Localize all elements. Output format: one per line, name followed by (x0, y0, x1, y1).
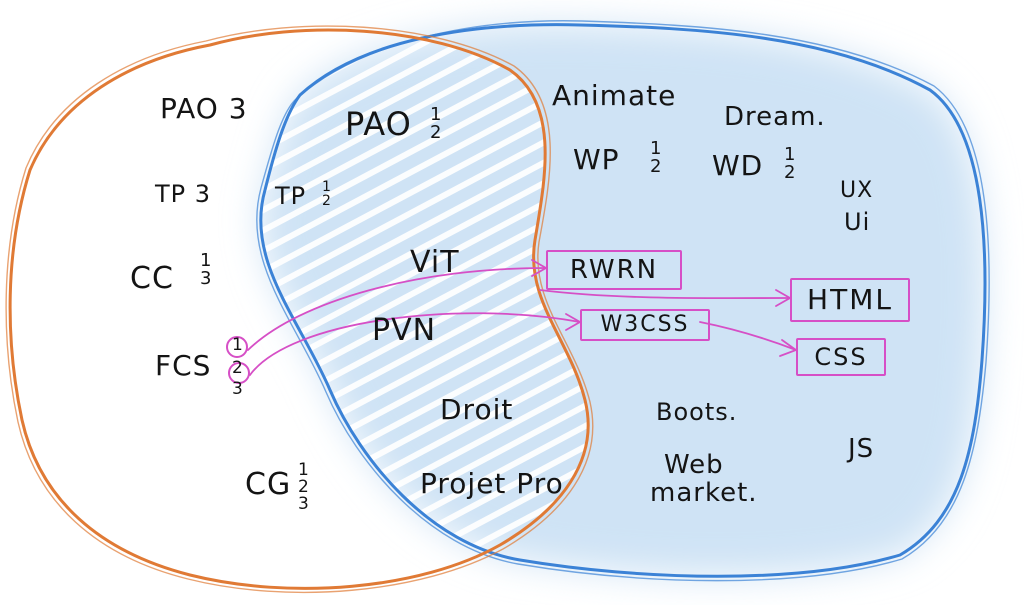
intersection-hatch (260, 30, 589, 577)
wd-num-2: 2 (784, 162, 796, 183)
pao-num-2: 2 (430, 122, 442, 143)
right-set-outline-echo (256, 20, 990, 582)
wp-num-2: 2 (650, 156, 662, 177)
arrow-rwrn-to-html (539, 289, 791, 300)
fcs-circle-2 (228, 362, 250, 384)
label-dream: Dream. (724, 102, 826, 132)
label-pao: PAO (345, 105, 412, 143)
wp-num-1: 1 (650, 138, 662, 159)
label-ui: Ui (844, 208, 871, 236)
label-cc: CC (130, 261, 174, 296)
label-wd: WD (712, 149, 764, 182)
right-set-outline (259, 23, 987, 578)
label-tp3: TP 3 (155, 180, 212, 208)
label-animate: Animate (552, 79, 677, 112)
wp-numbers: 1 2 (650, 140, 661, 176)
label-pao3: PAO 3 (160, 92, 248, 125)
arrow-fcs2-to-w3css (249, 312, 581, 376)
wd-numbers: 1 2 (784, 146, 795, 182)
label-fcs: FCS (155, 349, 212, 382)
fcs-num-2: 2 (232, 358, 243, 378)
left-set-outline-echo (5, 25, 594, 594)
label-boots: Boots. (656, 398, 738, 426)
tp-num-2: 2 (322, 193, 331, 209)
label-tp: TP (275, 182, 307, 210)
fcs-numbers: 1 2 3 (232, 337, 243, 398)
arrow-fcs1-to-rwrn (247, 267, 546, 351)
fcs-num-3: 3 (232, 379, 243, 399)
label-wp: WP (573, 143, 620, 176)
cc-num-1: 1 (200, 250, 212, 271)
cc-num-2: 3 (200, 268, 212, 289)
tp-num-1: 1 (322, 179, 331, 195)
left-set-outline (8, 28, 590, 590)
box-html: HTML (790, 278, 910, 322)
label-cg: CG (245, 467, 292, 502)
label-pvn: PVN (372, 313, 437, 348)
cg-num-3: 3 (298, 494, 309, 514)
fcs-num-1: 1 (232, 335, 243, 355)
box-css: CSS (796, 338, 886, 376)
box-rwrn: RWRN (546, 250, 682, 290)
label-js: JS (848, 434, 875, 464)
wd-num-1: 1 (784, 144, 796, 165)
pao-num-1: 1 (430, 104, 442, 125)
fcs-circle-1 (226, 336, 248, 358)
label-web: Web (664, 450, 724, 480)
label-projet-pro: Projet Pro (420, 467, 564, 500)
label-market: market. (650, 478, 758, 508)
arrow-w3css-to-css (699, 321, 797, 351)
label-droit: Droit (440, 393, 514, 426)
pao-numbers: 1 2 (430, 106, 441, 142)
cg-num-2: 2 (298, 477, 309, 497)
tp-numbers: 1 2 (322, 180, 331, 208)
cg-num-1: 1 (298, 460, 309, 480)
box-w3css: W3CSS (580, 309, 710, 341)
label-vit: ViT (410, 245, 460, 280)
cc-numbers: 1 3 (200, 252, 211, 288)
label-ux: UX (840, 178, 874, 203)
cg-numbers: 1 2 3 (298, 462, 309, 513)
